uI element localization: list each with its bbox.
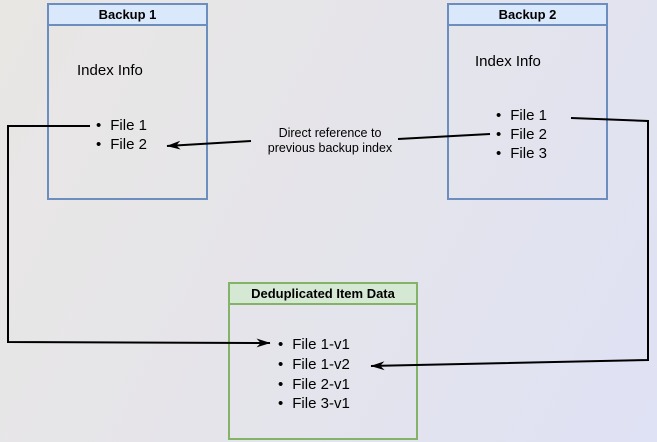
backup2-file-list: • File 1 • File 2 • File 3 xyxy=(496,106,547,163)
file-item: • File 1-v1 xyxy=(278,335,350,355)
backup2-node: Backup 2 xyxy=(447,3,608,200)
dedup-title: Deduplicated Item Data xyxy=(251,286,395,301)
file-item: • File 3-v1 xyxy=(278,394,350,414)
file-item-label: File 1-v1 xyxy=(292,336,350,354)
file-item-label: File 3-v1 xyxy=(292,395,350,413)
backup1-file-list: • File 1 • File 2 xyxy=(96,116,147,154)
backup2-index-info-label: Index Info xyxy=(475,53,541,70)
file-item-label: File 2 xyxy=(110,136,147,153)
bullet-icon: • xyxy=(496,126,502,143)
file-item-label: File 2 xyxy=(510,126,547,143)
reference-annotation: Direct reference to previous backup inde… xyxy=(240,126,420,156)
backup2-header: Backup 2 xyxy=(449,5,606,26)
file-item: • File 1-v2 xyxy=(278,355,350,375)
backup1-title: Backup 1 xyxy=(98,7,157,22)
file-item: • File 2 xyxy=(496,125,547,144)
file-item: • File 2 xyxy=(96,135,147,154)
bullet-icon: • xyxy=(96,117,102,134)
file-item-label: File 3 xyxy=(510,145,547,162)
backup1-node: Backup 1 xyxy=(47,3,208,200)
reference-annotation-line2: previous backup index xyxy=(267,141,393,155)
bullet-icon: • xyxy=(278,375,284,393)
file-item: • File 1 xyxy=(96,116,147,135)
backup1-header: Backup 1 xyxy=(49,5,206,26)
bullet-icon: • xyxy=(278,356,284,374)
dedup-file-list: • File 1-v1 • File 1-v2 • File 2-v1 • Fi… xyxy=(278,335,350,414)
bullet-icon: • xyxy=(278,336,284,354)
file-item-label: File 2-v1 xyxy=(292,375,350,393)
file-item-label: File 1 xyxy=(110,117,147,134)
file-item: • File 1 xyxy=(496,106,547,125)
reference-annotation-line1: Direct reference to xyxy=(278,126,382,140)
dedup-node: Deduplicated Item Data xyxy=(228,282,418,440)
bullet-icon: • xyxy=(278,395,284,413)
file-item-label: File 1 xyxy=(510,107,547,124)
file-item: • File 3 xyxy=(496,144,547,163)
file-item: • File 2-v1 xyxy=(278,374,350,394)
backup1-index-info-label: Index Info xyxy=(77,62,143,79)
bullet-icon: • xyxy=(496,107,502,124)
bullet-icon: • xyxy=(96,136,102,153)
dedup-header: Deduplicated Item Data xyxy=(230,284,416,305)
backup2-title: Backup 2 xyxy=(498,7,557,22)
file-item-label: File 1-v2 xyxy=(292,356,350,374)
bullet-icon: • xyxy=(496,145,502,162)
